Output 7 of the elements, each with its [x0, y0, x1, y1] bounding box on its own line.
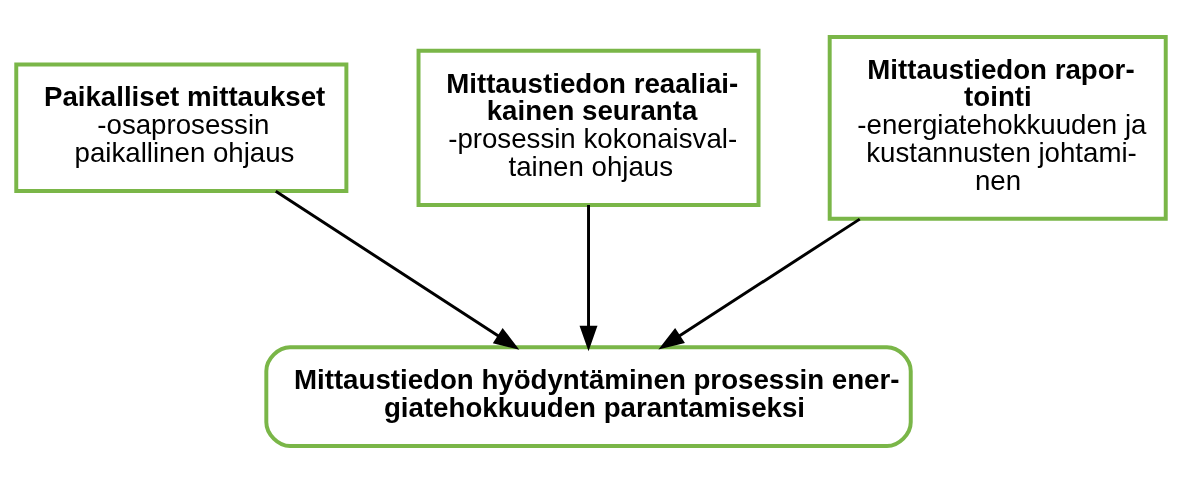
node-box: Paikalliset mittaukset -osaprosessin paikallinen ohjaus: [14, 62, 349, 193]
arrow: [579, 204, 598, 351]
arrow: [274, 189, 520, 350]
node-box: Mittaustiedon rapor- tointi -energiatehokkuuden ja kustannusten johtami- nen: [827, 34, 1168, 221]
node-box: Mittaustiedon hyödyntäminen prosessin ener- giatehokkuuden parantamiseksi: [264, 344, 913, 448]
arrow: [658, 217, 861, 349]
node-box: Mittaustiedon reaaliai- kainen seuranta -prosessin kokonaisval- tainen ohjaus: [416, 48, 761, 207]
